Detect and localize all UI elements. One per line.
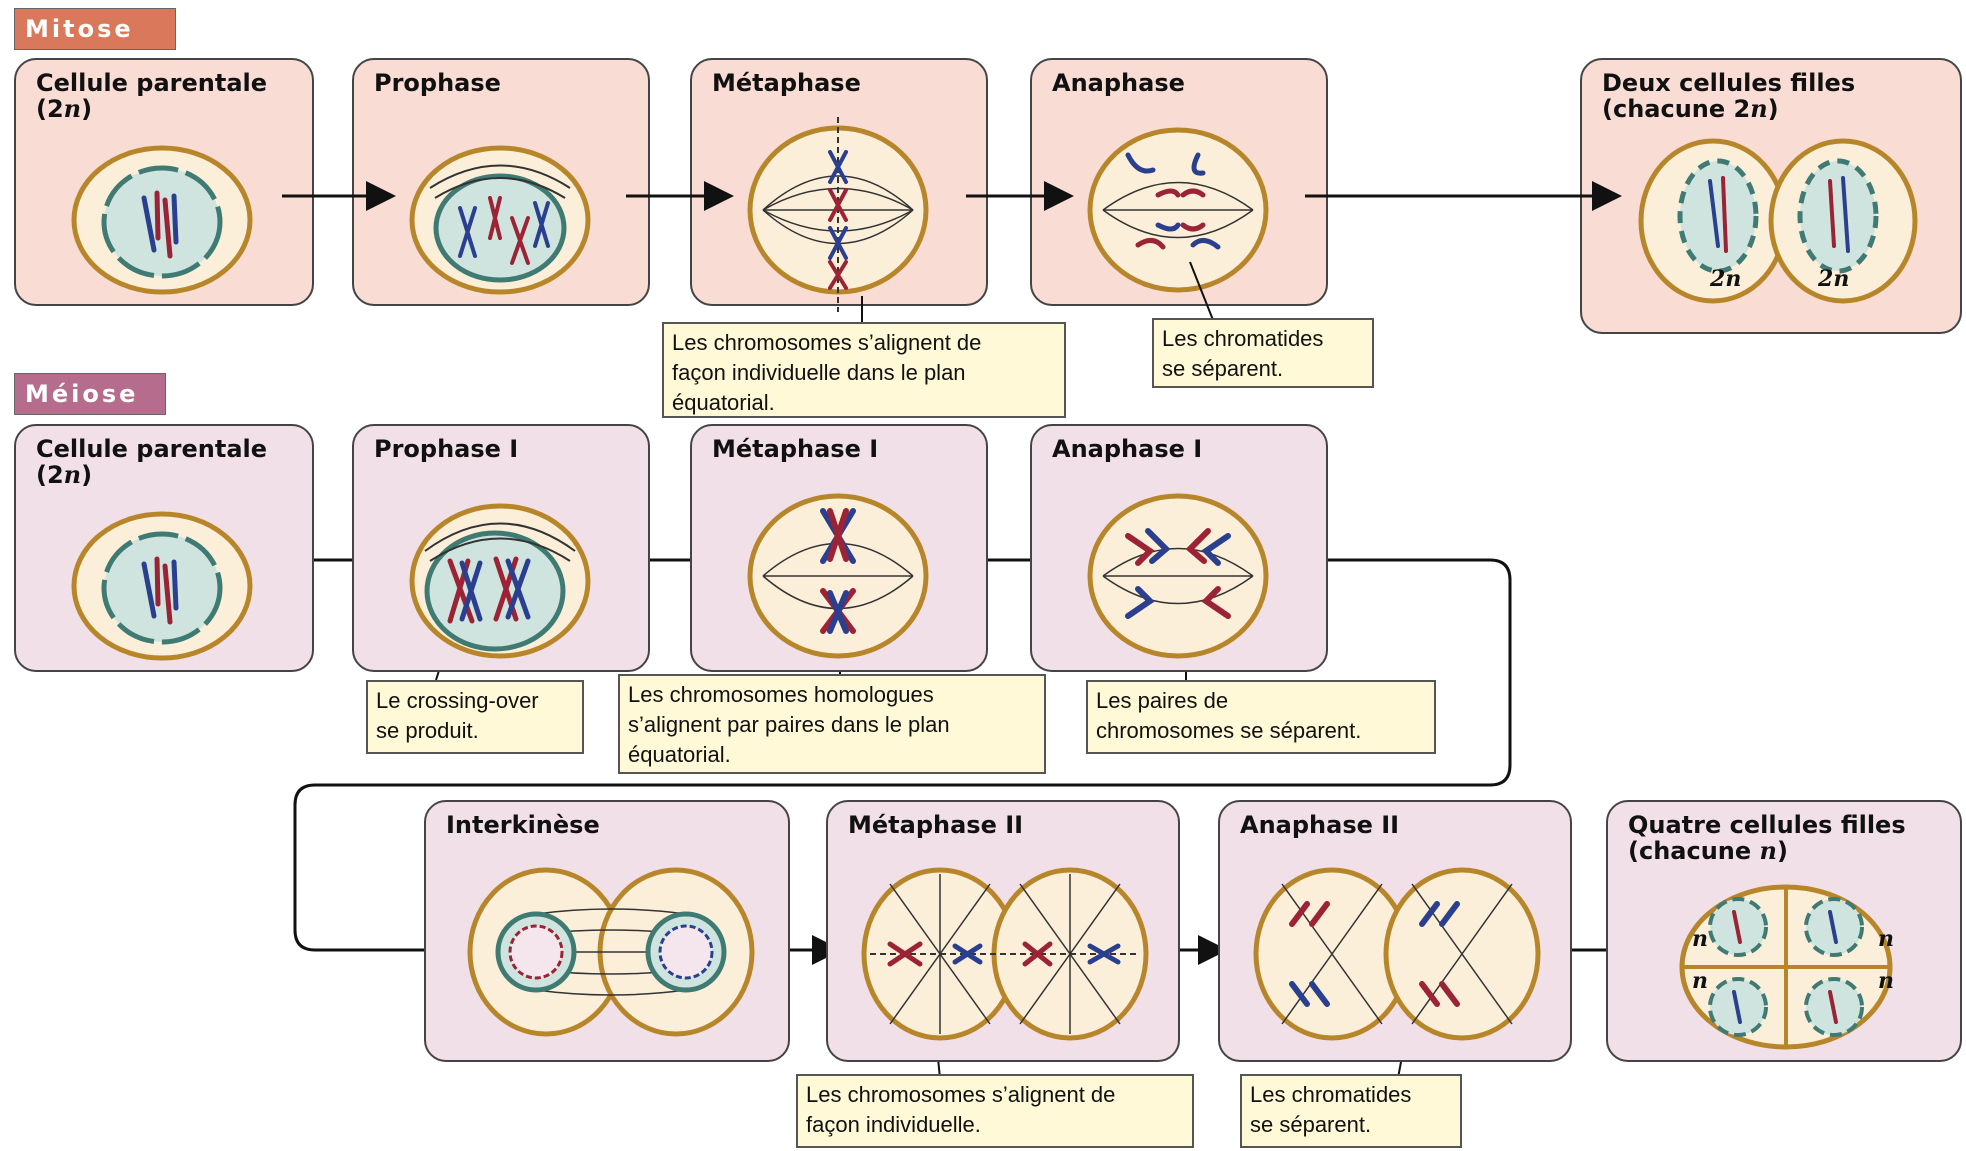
prophase1-cell-illustration <box>400 481 600 661</box>
anaphase2-cell-illustration <box>1252 864 1542 1044</box>
meiosis-metaphase1-panel: Métaphase I <box>690 424 988 672</box>
metaphase2-cell-illustration <box>860 864 1150 1044</box>
four-cell-label-br: n <box>1878 968 1894 994</box>
note-line: façon individuelle dans le plan <box>672 358 1056 388</box>
meiosis-metaphase2-panel: Métaphase II <box>826 800 1180 1062</box>
panel-title: Prophase I <box>374 436 518 462</box>
panel-title: Interkinèse <box>446 812 600 838</box>
meiosis-parent-panel: Cellule parentale(2n) <box>14 424 314 672</box>
meiosis-anaphase1-panel: Anaphase I <box>1030 424 1328 672</box>
note-line: Les chromosomes s’alignent de <box>672 328 1056 358</box>
note-line: chromosomes se séparent. <box>1096 716 1426 746</box>
note-line: équatorial. <box>672 388 1056 418</box>
note-line: équatorial. <box>628 740 1036 770</box>
interkinesis-cell-illustration <box>466 864 756 1039</box>
panel-title: Quatre cellules filles(chacune n) <box>1628 812 1906 864</box>
note-line: Les chromatides <box>1250 1080 1452 1110</box>
note-line: Les chromosomes s’alignent de <box>806 1080 1184 1110</box>
note-line: s’alignent par paires dans le plan <box>628 710 1036 740</box>
note-line: se produit. <box>376 716 574 746</box>
meiosis-anaphase2-panel: Anaphase II <box>1218 800 1572 1062</box>
panel-title: Cellule parentale(2n) <box>36 436 267 488</box>
note-line: Le crossing-over <box>376 686 574 716</box>
panel-title: Anaphase I <box>1052 436 1202 462</box>
anaphase1-cell-illustration <box>1078 481 1278 661</box>
meiosis-interkinesis-panel: Interkinèse <box>424 800 790 1062</box>
meiosis-four-cells-panel: Quatre cellules filles(chacune n) n n n … <box>1606 800 1962 1062</box>
four-cell-label-bl: n <box>1692 968 1708 994</box>
four-cell-label-tl: n <box>1692 926 1708 952</box>
panel-title: Métaphase II <box>848 812 1023 838</box>
note-line: se séparent. <box>1250 1110 1452 1140</box>
panel-title: Anaphase II <box>1240 812 1399 838</box>
meiosis-prophase1-panel: Prophase I <box>352 424 650 672</box>
note-line: Les paires de <box>1096 686 1426 716</box>
note-line: Les chromosomes homologues <box>628 680 1036 710</box>
panel-title: Métaphase I <box>712 436 878 462</box>
note-line: façon individuelle. <box>806 1110 1184 1140</box>
note-line: se séparent. <box>1162 354 1364 384</box>
parent-cell-illustration <box>62 504 262 664</box>
metaphase1-cell-illustration <box>738 481 938 661</box>
four-cell-label-tr: n <box>1878 926 1894 952</box>
note-line: Les chromatides <box>1162 324 1364 354</box>
four-cells-illustration <box>1676 882 1896 1052</box>
